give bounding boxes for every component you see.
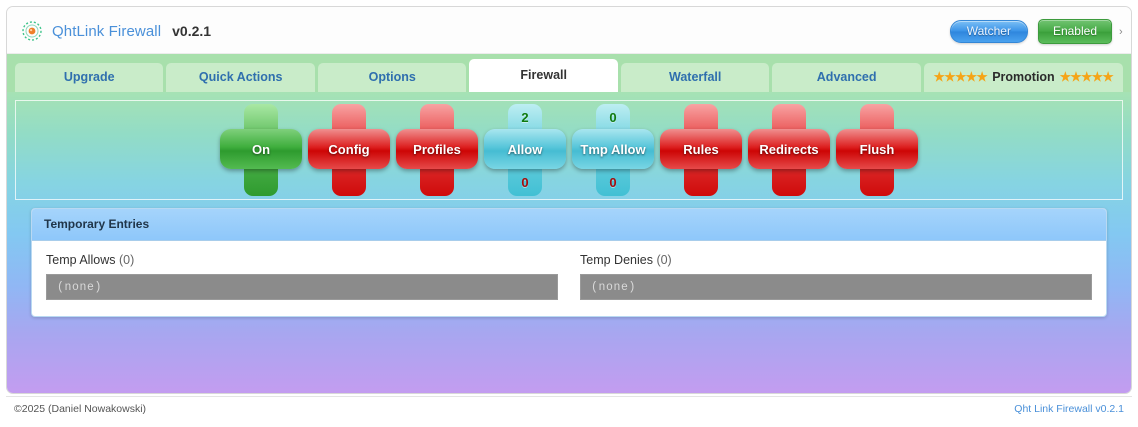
cross-button-label: Flush: [859, 141, 895, 157]
promo-stars-right: ★★★★★: [1059, 69, 1114, 84]
cross-horizontal-bar: On: [220, 129, 302, 169]
temp-allows-value: (none): [57, 280, 103, 294]
temporary-entries-card: Temporary Entries Temp Allows (0) (none): [31, 208, 1107, 317]
tab-label: Quick Actions: [198, 69, 283, 84]
cross-horizontal-bar: Rules: [660, 129, 742, 169]
temp-denies-value: (none): [591, 280, 637, 294]
tab-firewall[interactable]: Firewall: [469, 58, 618, 92]
temp-allows-label-text: Temp Allows: [46, 253, 116, 267]
cross-horizontal-bar: Flush: [836, 129, 918, 169]
temp-allows-list[interactable]: (none): [46, 274, 558, 300]
cross-horizontal-bar: Config: [308, 129, 390, 169]
cross-button-profiles[interactable]: Profiles: [396, 102, 478, 198]
temporary-entries-title: Temporary Entries: [32, 209, 1106, 241]
temp-allows-column: Temp Allows (0) (none): [46, 253, 558, 300]
cross-horizontal-bar: Tmp Allow: [572, 129, 654, 169]
cross-button-allow[interactable]: 2 0 Allow: [484, 102, 566, 198]
cross-button-on[interactable]: On: [220, 102, 302, 198]
footer-copyright: ©2025 (Daniel Nowakowski): [14, 403, 147, 415]
cross-button-label: Tmp Allow: [580, 141, 646, 157]
cross-horizontal-bar: Profiles: [396, 129, 478, 169]
tab-label: Advanced: [816, 69, 877, 84]
temporary-entries-body: Temp Allows (0) (none) Temp Denies (0): [32, 241, 1106, 316]
tab-options[interactable]: Options: [317, 62, 467, 92]
tab-label: Options: [368, 69, 416, 84]
temp-denies-count: (0): [656, 253, 672, 267]
firewall-emblem-icon: [21, 20, 43, 42]
app-footer: ©2025 (Daniel Nowakowski) Qht Link Firew…: [6, 396, 1132, 421]
brand: QhtLink Firewall v0.2.1: [21, 20, 211, 42]
cross-button-label: Config: [328, 141, 370, 157]
cross-horizontal-bar: Redirects: [748, 129, 830, 169]
app-frame: QhtLink Firewall v0.2.1 Watcher Enabled …: [6, 6, 1132, 394]
cross-count-top: 2: [521, 110, 529, 125]
cross-button-rules[interactable]: Rules: [660, 102, 742, 198]
brand-version: v0.2.1: [172, 23, 212, 39]
tab-advanced[interactable]: Advanced: [772, 62, 921, 92]
temp-denies-label-text: Temp Denies: [580, 253, 653, 267]
cross-count-top: 0: [609, 110, 617, 125]
tab-bar: Upgrade Quick Actions Options Firewall Water…: [7, 54, 1131, 92]
header-actions: Watcher Enabled ›: [949, 19, 1127, 44]
cross-button-label: Allow: [507, 141, 543, 157]
cross-count-bottom: 0: [609, 175, 617, 190]
watcher-button[interactable]: Watcher: [949, 20, 1028, 43]
promo-stars-left: ★★★★★: [933, 69, 988, 84]
tab-upgrade[interactable]: Upgrade: [15, 62, 164, 92]
chevron-right-icon[interactable]: ›: [1119, 25, 1123, 38]
enabled-toggle-button[interactable]: Enabled: [1037, 19, 1112, 44]
cross-button-redirects[interactable]: Redirects: [748, 102, 830, 198]
tab-label: Promotion: [992, 69, 1055, 84]
cross-button-label: On: [251, 141, 271, 157]
cross-count-bottom: 0: [521, 175, 529, 190]
temp-allows-label: Temp Allows (0): [46, 253, 558, 267]
cross-button-label: Profiles: [413, 141, 461, 157]
tab-label: Waterfall: [669, 69, 722, 84]
tab-label: Firewall: [520, 67, 567, 82]
cross-button-label: Redirects: [759, 141, 819, 157]
footer-product-link[interactable]: Qht Link Firewall v0.2.1: [1014, 403, 1124, 415]
temp-denies-column: Temp Denies (0) (none): [580, 253, 1092, 300]
temp-allows-count: (0): [118, 253, 135, 267]
brand-name: QhtLink Firewall: [52, 22, 162, 40]
tab-promotion[interactable]: ★★★★★ Promotion ★★★★★: [923, 62, 1123, 92]
tab-quick-actions[interactable]: Quick Actions: [166, 62, 315, 92]
tab-label: Upgrade: [63, 69, 115, 84]
cross-button-flush[interactable]: Flush: [836, 102, 918, 198]
tab-waterfall[interactable]: Waterfall: [620, 62, 770, 92]
app-header: QhtLink Firewall v0.2.1 Watcher Enabled …: [7, 7, 1131, 54]
temp-denies-list[interactable]: (none): [580, 274, 1092, 300]
cross-button-config[interactable]: Config: [308, 102, 390, 198]
temp-denies-label: Temp Denies (0): [580, 253, 1092, 267]
cross-horizontal-bar: Allow: [484, 129, 566, 169]
cross-button-label: Rules: [683, 141, 719, 157]
